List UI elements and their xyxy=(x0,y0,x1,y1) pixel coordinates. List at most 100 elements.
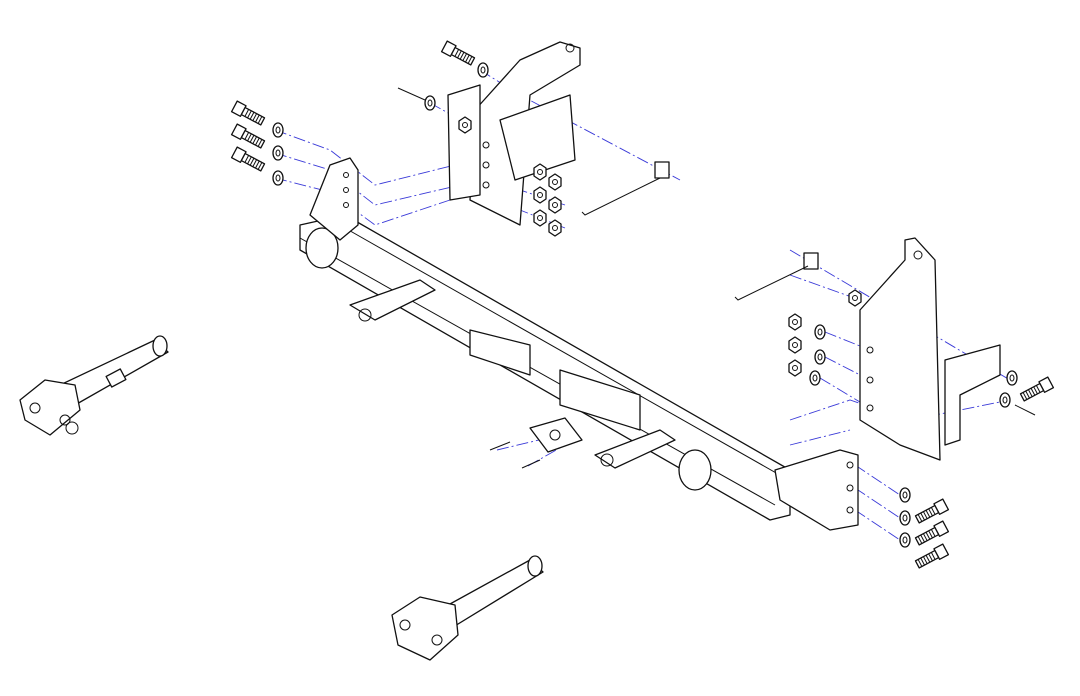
washer-hole xyxy=(1009,374,1015,382)
bolt-thread xyxy=(252,159,258,167)
bolt-thread xyxy=(930,529,936,537)
right-bracket xyxy=(859,237,1001,461)
guide-line xyxy=(496,434,561,451)
bolt-icon xyxy=(1019,376,1055,402)
washer-hole xyxy=(902,536,908,544)
bolt-icon xyxy=(914,498,950,524)
bolt-thread xyxy=(257,162,263,170)
bolt-thread xyxy=(922,556,928,564)
bottom-hitch-pin xyxy=(391,555,544,661)
guide-line xyxy=(789,399,1011,421)
nut-hole xyxy=(792,319,798,325)
bolt-thread xyxy=(249,157,255,166)
bolt-thread xyxy=(1030,387,1036,396)
washer-hole xyxy=(817,353,823,361)
bolt-thread xyxy=(925,509,931,518)
bolt-thread xyxy=(247,133,252,142)
bolt-icon xyxy=(914,543,950,569)
washer-icon xyxy=(272,145,284,161)
washer-hole xyxy=(480,66,486,74)
lock-pin-top xyxy=(581,161,670,216)
bolt-thread xyxy=(920,557,925,566)
washer-hole xyxy=(902,491,908,499)
guide-line xyxy=(854,487,901,519)
washer-hole xyxy=(275,126,281,134)
nut-hole xyxy=(552,225,558,231)
guide-line xyxy=(274,177,451,226)
bolt-thread xyxy=(1027,389,1033,397)
nut-hole xyxy=(462,122,468,128)
bolt-thread xyxy=(255,160,260,169)
nut-hole xyxy=(537,169,543,175)
washer-hole xyxy=(902,514,908,522)
guide-line xyxy=(854,464,901,496)
bolt-icon xyxy=(230,123,266,149)
nut-icon xyxy=(788,313,802,331)
bolt-thread xyxy=(922,533,928,541)
bolt-icon xyxy=(230,100,266,126)
bolt-thread xyxy=(252,136,258,144)
bolt-thread xyxy=(922,511,928,519)
washer-icon xyxy=(814,324,826,340)
bolt-thread xyxy=(462,53,468,61)
washer-icon xyxy=(477,62,489,78)
bolt-icon xyxy=(230,146,266,172)
bolt-thread xyxy=(928,530,933,539)
nut-icon xyxy=(533,209,547,227)
bolt-thread xyxy=(1025,390,1030,399)
washer-hole xyxy=(275,149,281,157)
left-hitch-pin xyxy=(19,335,169,436)
bolt-thread xyxy=(1033,386,1038,395)
screw-icon xyxy=(489,441,511,451)
screw-icon xyxy=(1014,404,1036,416)
bolt-thread xyxy=(917,514,923,522)
nut-hole xyxy=(792,342,798,348)
bolt-thread xyxy=(257,116,263,124)
washer-icon xyxy=(1006,370,1018,386)
bolt-thread xyxy=(930,507,936,515)
washer-icon xyxy=(899,532,911,548)
washer-icon xyxy=(899,487,911,503)
bolt-thread xyxy=(457,50,462,59)
bolt-thread xyxy=(249,111,255,120)
bolt-thread xyxy=(257,139,263,147)
guide-line xyxy=(789,429,851,446)
washer-hole xyxy=(812,374,818,382)
washer-icon xyxy=(899,510,911,526)
bolt-thread xyxy=(928,553,933,562)
crossbar xyxy=(299,214,791,521)
nut-icon xyxy=(548,196,562,214)
washer-hole xyxy=(1002,396,1008,404)
bolt-thread xyxy=(459,51,465,60)
bolt-thread xyxy=(467,56,473,64)
nut-hole xyxy=(852,295,858,301)
top-bracket xyxy=(447,41,581,226)
guide-line xyxy=(789,274,861,301)
bolt-thread xyxy=(249,134,255,143)
nut-hole xyxy=(537,215,543,221)
nut-icon xyxy=(458,116,472,134)
washer-icon xyxy=(809,370,821,386)
bolt-thread xyxy=(454,49,460,57)
bolt-thread xyxy=(1035,385,1041,393)
washer-icon xyxy=(999,392,1011,408)
lock-pin-right xyxy=(734,252,819,301)
bolt-thread xyxy=(244,155,250,163)
hardware xyxy=(230,40,1055,569)
nut-hole xyxy=(552,202,558,208)
washer-icon xyxy=(814,349,826,365)
bolt-thread xyxy=(917,536,923,544)
bolt-thread xyxy=(255,114,260,123)
bolt-thread xyxy=(928,508,933,517)
right-lower-bracket xyxy=(774,449,859,531)
bolt-thread xyxy=(920,512,925,521)
nut-icon xyxy=(533,163,547,181)
bolt-thread xyxy=(930,552,936,560)
nut-icon xyxy=(848,289,862,307)
bolt-thread xyxy=(247,156,252,165)
nut-icon xyxy=(533,186,547,204)
guide-line xyxy=(854,509,901,541)
screw-icon xyxy=(397,87,426,101)
washer-icon xyxy=(272,170,284,186)
